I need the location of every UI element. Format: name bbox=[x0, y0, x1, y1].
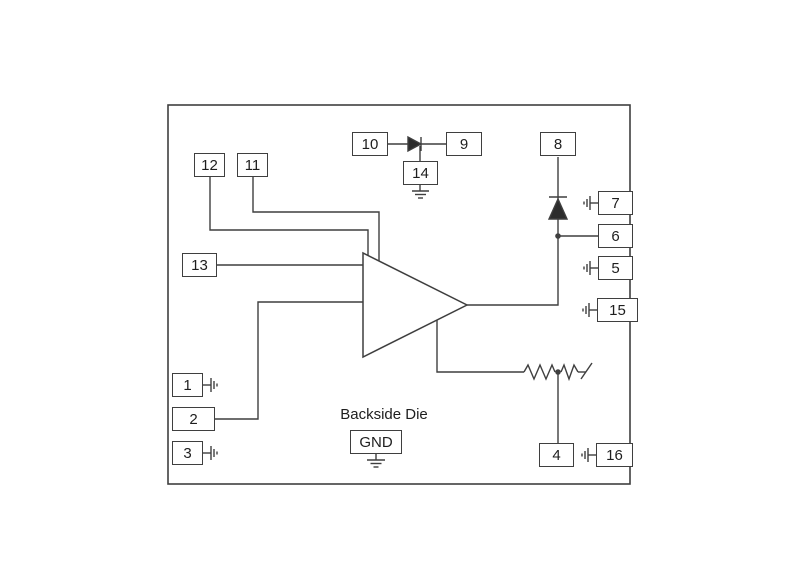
pin-box-7: 7 bbox=[598, 191, 633, 215]
pin-box-12: 12 bbox=[194, 153, 225, 177]
via-ground-icon-pin3 bbox=[203, 446, 218, 460]
wire-pin2-input bbox=[215, 301, 363, 420]
via-ground-icon-pin5 bbox=[583, 261, 598, 275]
pin-box-6: 6 bbox=[598, 224, 633, 248]
pin-box-10: 10 bbox=[352, 132, 388, 156]
junction-dot bbox=[555, 233, 561, 239]
diode-body bbox=[407, 135, 423, 153]
ground-icon-pin14 bbox=[412, 185, 429, 199]
pin-box-11: 11 bbox=[237, 153, 268, 177]
backside-die-label: Backside Die bbox=[340, 406, 428, 423]
diode-icon-series bbox=[407, 135, 423, 153]
package-outline bbox=[167, 104, 631, 485]
diode-icon-shunt bbox=[547, 196, 569, 220]
pin-box-3: 3 bbox=[172, 441, 203, 465]
wire-pin12-input bbox=[209, 177, 369, 256]
ground-icon-gnd bbox=[367, 454, 385, 468]
pin-box-5: 5 bbox=[598, 256, 633, 280]
resistor-icon-left bbox=[523, 363, 556, 381]
wire-pin11-input bbox=[252, 177, 380, 261]
amplifier-triangle bbox=[362, 251, 469, 359]
diode-body bbox=[547, 197, 569, 220]
via-ground-icon-pin1 bbox=[203, 378, 218, 392]
pin-box-4: 4 bbox=[539, 443, 574, 467]
pin-box-15: 15 bbox=[597, 298, 638, 322]
via-ground-icon-pin7 bbox=[583, 196, 598, 210]
pin-box-14: 14 bbox=[403, 161, 438, 185]
pin-box-16: 16 bbox=[596, 443, 633, 467]
pin-box-2: 2 bbox=[172, 407, 215, 431]
resistor-icon-right bbox=[560, 363, 579, 382]
pin-box-13: 13 bbox=[182, 253, 217, 277]
via-ground-icon-pin16 bbox=[581, 448, 596, 462]
open-slash-icon bbox=[580, 362, 593, 380]
via-ground-icon-pin15 bbox=[582, 303, 597, 317]
pin-box-8: 8 bbox=[540, 132, 576, 156]
pin-box-1: 1 bbox=[172, 373, 203, 397]
wire-feedback bbox=[436, 320, 524, 373]
wire-output bbox=[467, 236, 559, 306]
gnd-box: GND bbox=[350, 430, 402, 454]
pin-box-9: 9 bbox=[446, 132, 482, 156]
